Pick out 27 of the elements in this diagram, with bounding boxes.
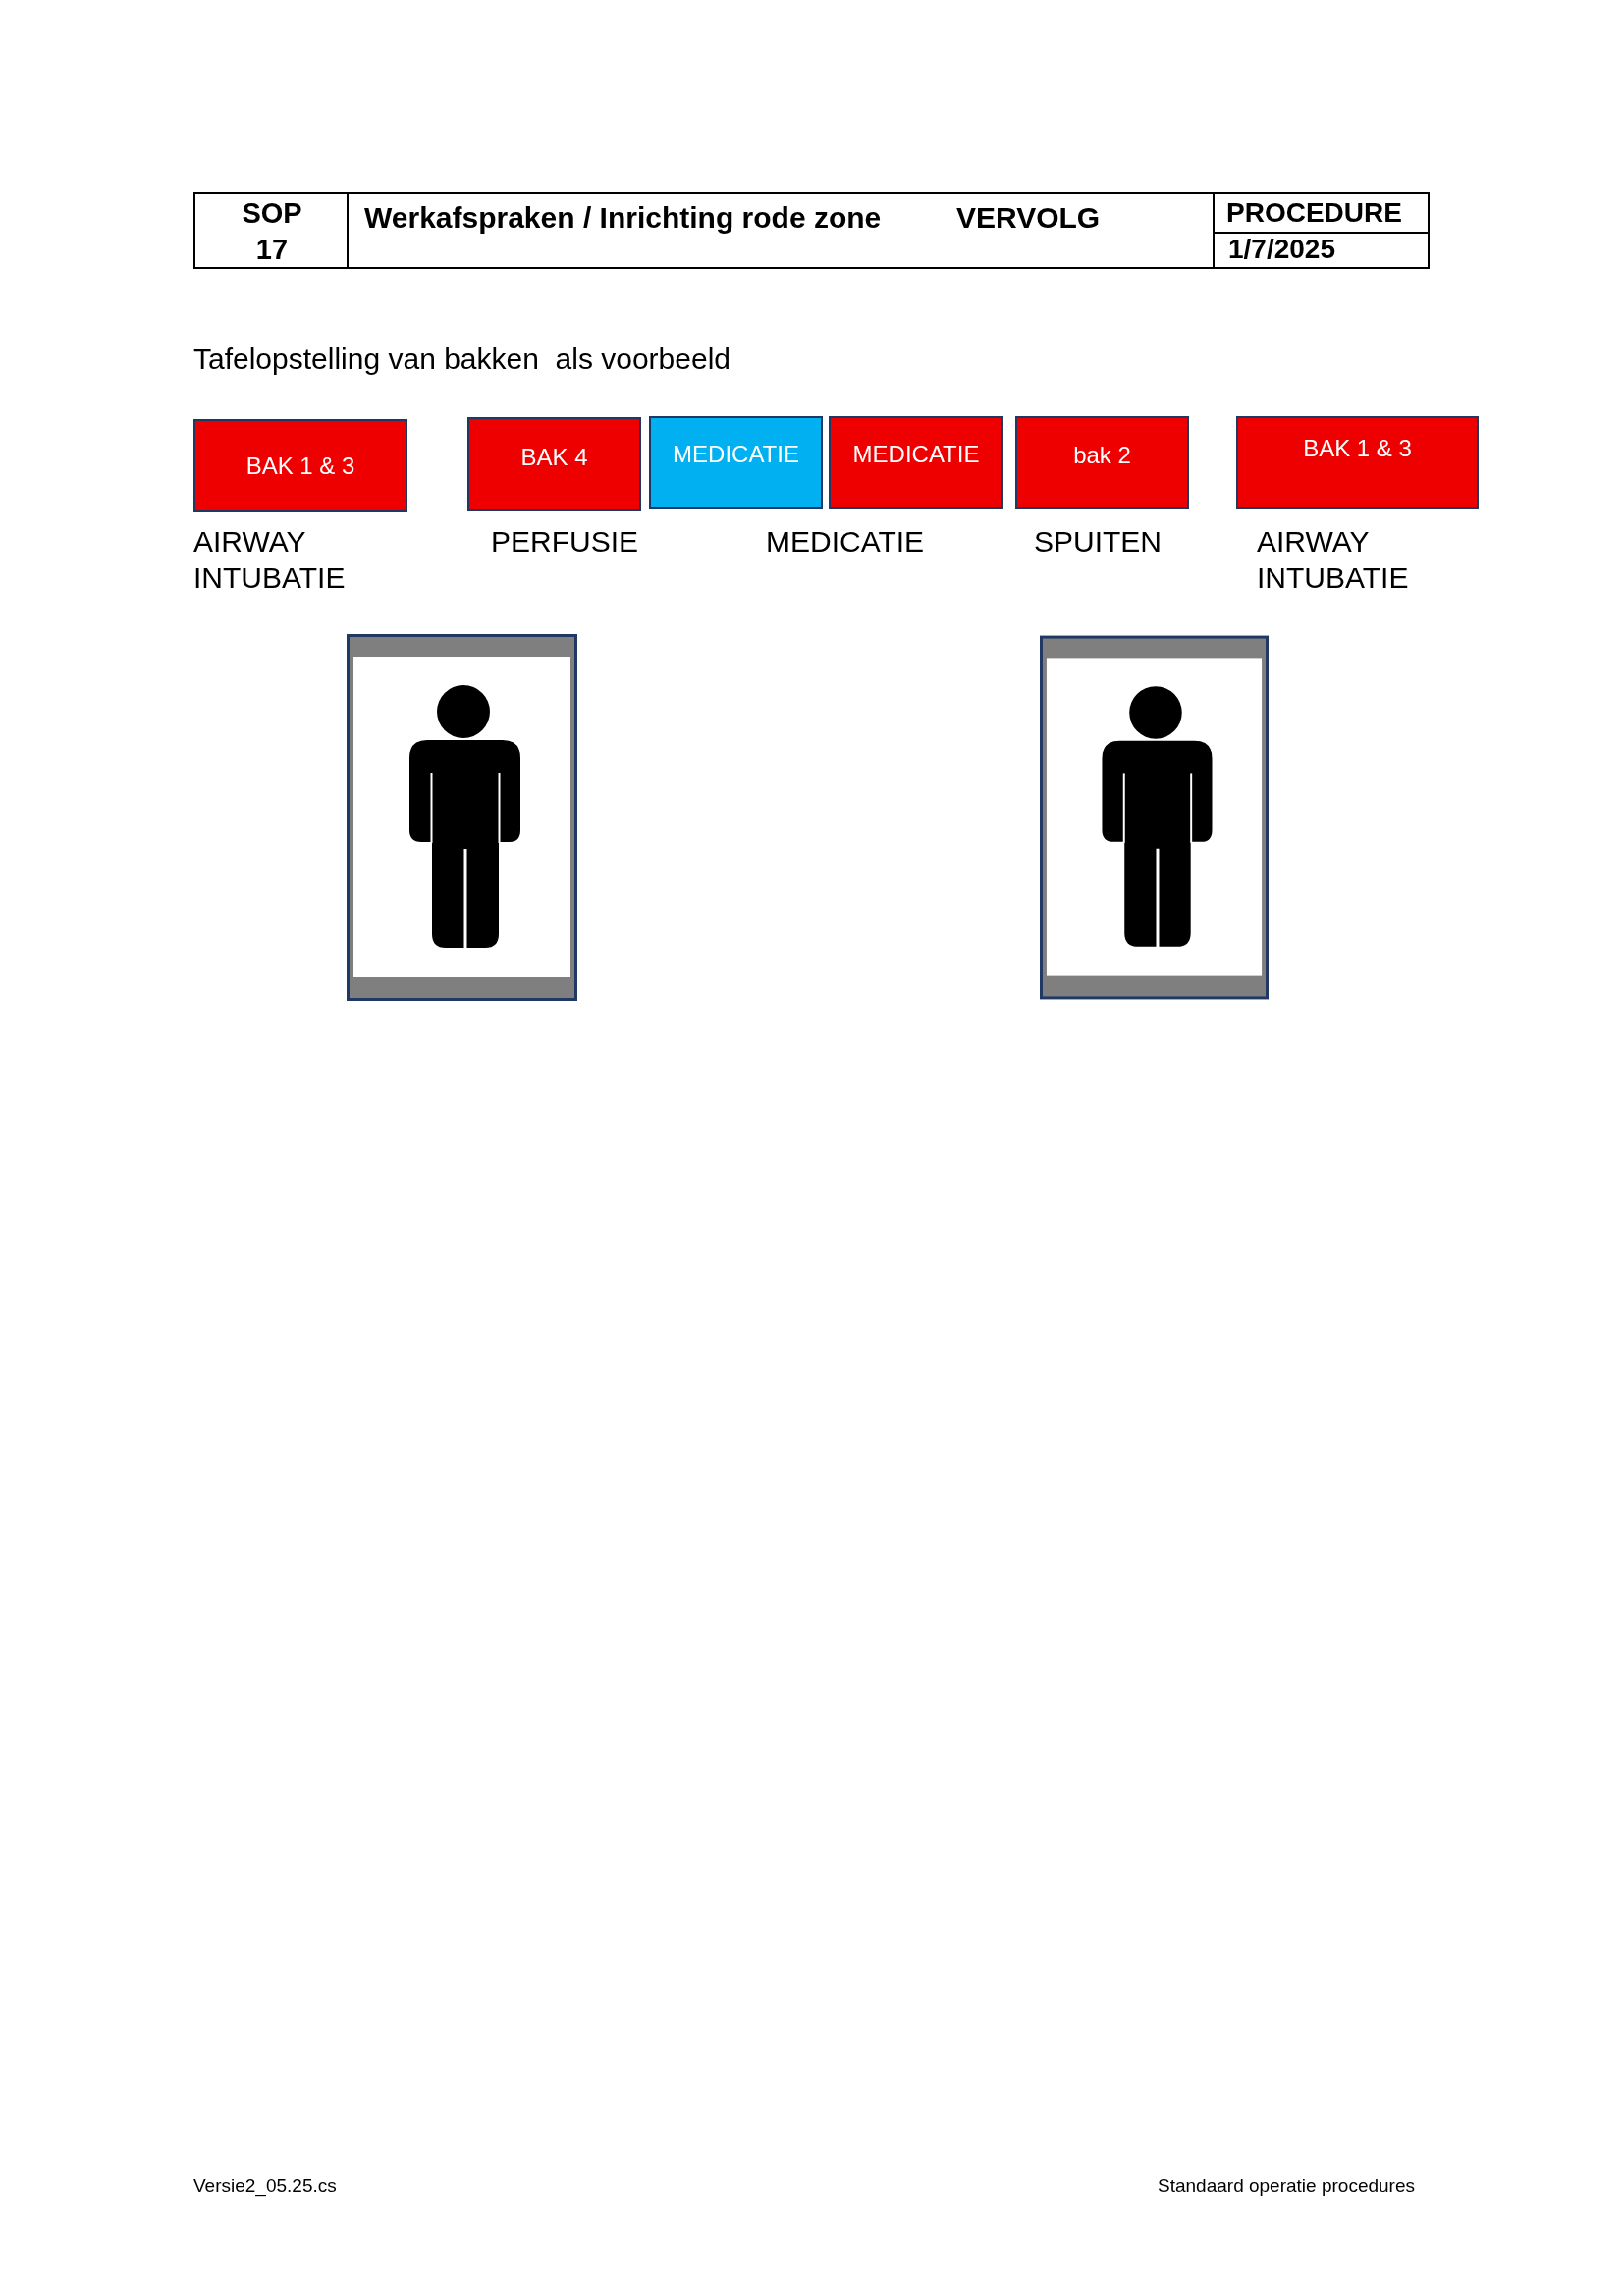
tray-box (1236, 416, 1479, 509)
version-text: Versie2_05.25.cs (193, 2174, 337, 2199)
continuation-note: VERVOLG (956, 200, 1101, 236)
tray-box (829, 416, 1003, 509)
tray-label: BAK 1 & 3 (245, 451, 355, 481)
tray-label: BAK 1 & 3 (1303, 433, 1412, 463)
tray-label: BAK 4 (520, 443, 588, 472)
tray-box (649, 416, 823, 509)
stretcher-illustration (1040, 634, 1269, 1001)
tray-box (193, 419, 407, 512)
document-title: Werkafspraken / Inrichting rode zone (364, 200, 882, 236)
tray-caption: SPUITEN (1034, 524, 1163, 560)
document-type: PROCEDURE (1226, 196, 1402, 230)
tray-box (1015, 416, 1189, 509)
sop-number: SOP 17 (241, 196, 303, 267)
footer-text: Standaard operatie procedures (1158, 2174, 1415, 2198)
tray-caption: PERFUSIE (491, 524, 639, 560)
document-date: 1/7/2025 (1228, 233, 1335, 266)
tray-box (467, 417, 641, 511)
tray-label: bak 2 (1073, 440, 1131, 470)
tray-label: MEDICATIE (673, 439, 799, 469)
stretcher-illustration (347, 634, 577, 1001)
intro-text: Tafelopstelling van bakken als voorbeeld (193, 342, 731, 377)
group-caption: MEDICATIE (766, 524, 925, 560)
tray-caption: AIRWAY INTUBATIE (193, 524, 347, 596)
tray-label: MEDICATIE (852, 439, 980, 469)
tray-caption: AIRWAY INTUBATIE (1257, 524, 1410, 596)
